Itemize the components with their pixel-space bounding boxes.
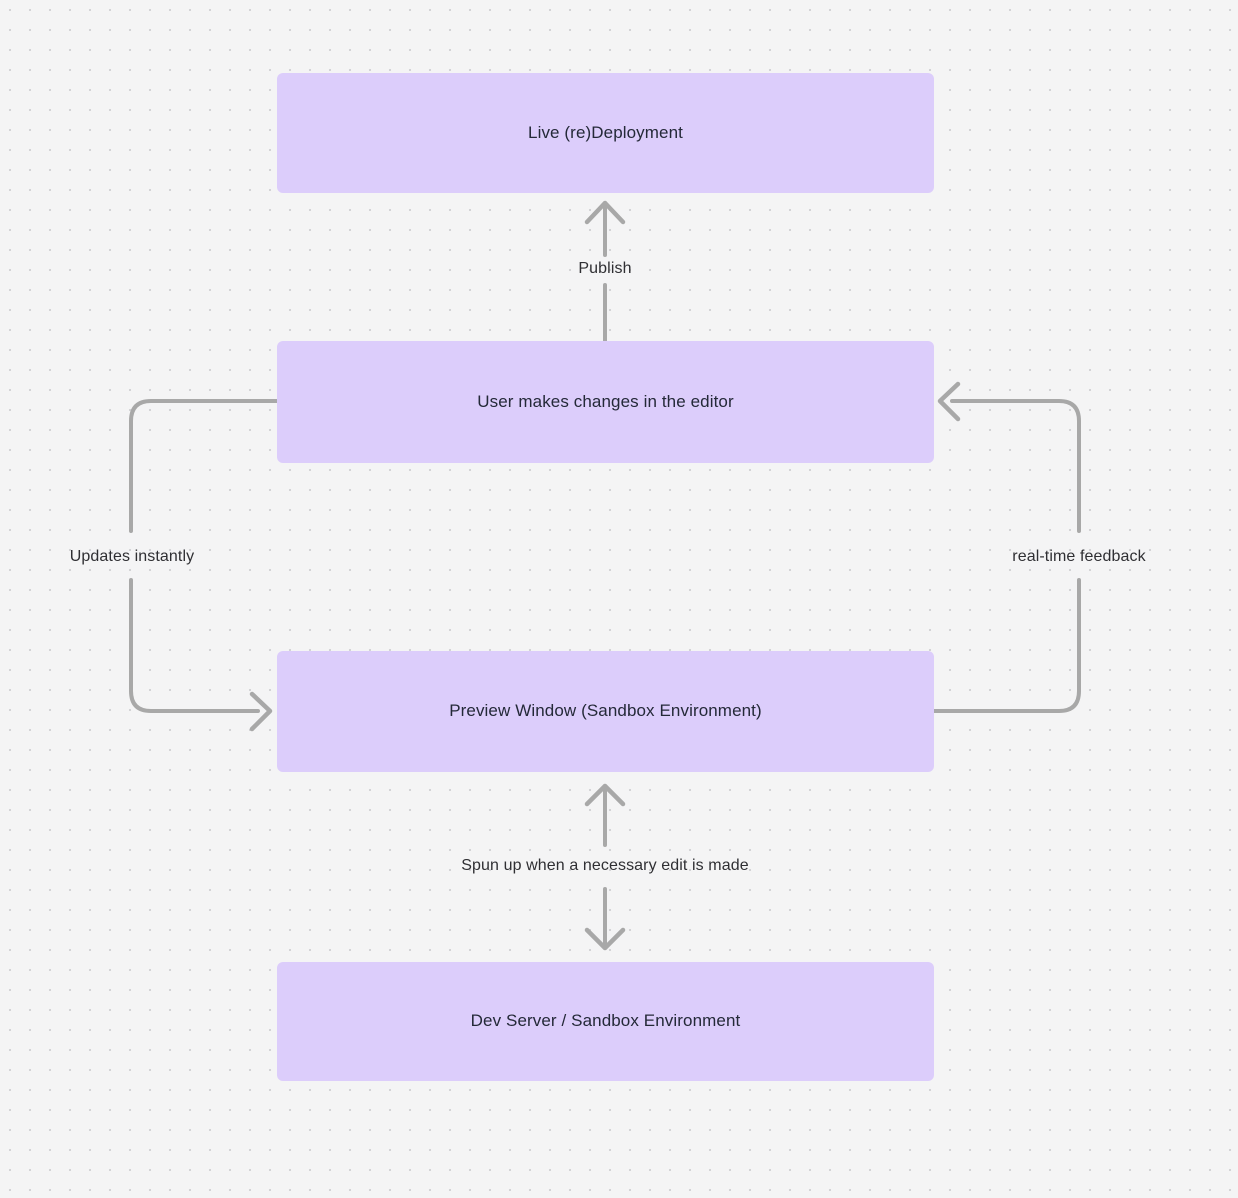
edge-updates-arrowhead-icon — [249, 691, 273, 732]
node-label: User makes changes in the editor — [477, 391, 734, 411]
node-preview-window[interactable]: Preview Window (Sandbox Environment) — [277, 651, 934, 772]
node-user-edits[interactable]: User makes changes in the editor — [277, 341, 934, 463]
edge-label-updates-instantly: Updates instantly — [69, 548, 195, 565]
edge-label-publish: Publish — [578, 260, 632, 277]
edge-label-spun-up: Spun up when a necessary edit is made — [461, 857, 749, 874]
edge-updates-line-upper — [129, 399, 279, 533]
edge-feedback-line-upper — [950, 399, 1081, 533]
node-label: Dev Server / Sandbox Environment — [470, 1011, 741, 1031]
node-label: Preview Window (Sandbox Environment) — [449, 701, 762, 721]
edge-label-real-time-feedback: real-time feedback — [1012, 548, 1146, 565]
node-dev-server[interactable]: Dev Server / Sandbox Environment — [277, 962, 934, 1081]
node-label: Live (re)Deployment — [528, 122, 683, 142]
edge-feedback-arrowhead-icon — [937, 381, 961, 422]
edge-updates-line-lower — [129, 578, 260, 713]
edge-feedback-line-lower — [932, 578, 1081, 713]
edge-publish-arrowhead-icon — [584, 200, 626, 225]
node-live-deployment[interactable]: Live (re)Deployment — [277, 73, 934, 193]
edge-spunup-arrowhead-up-icon — [584, 783, 626, 807]
edge-spunup-arrowhead-down-icon — [584, 927, 626, 951]
